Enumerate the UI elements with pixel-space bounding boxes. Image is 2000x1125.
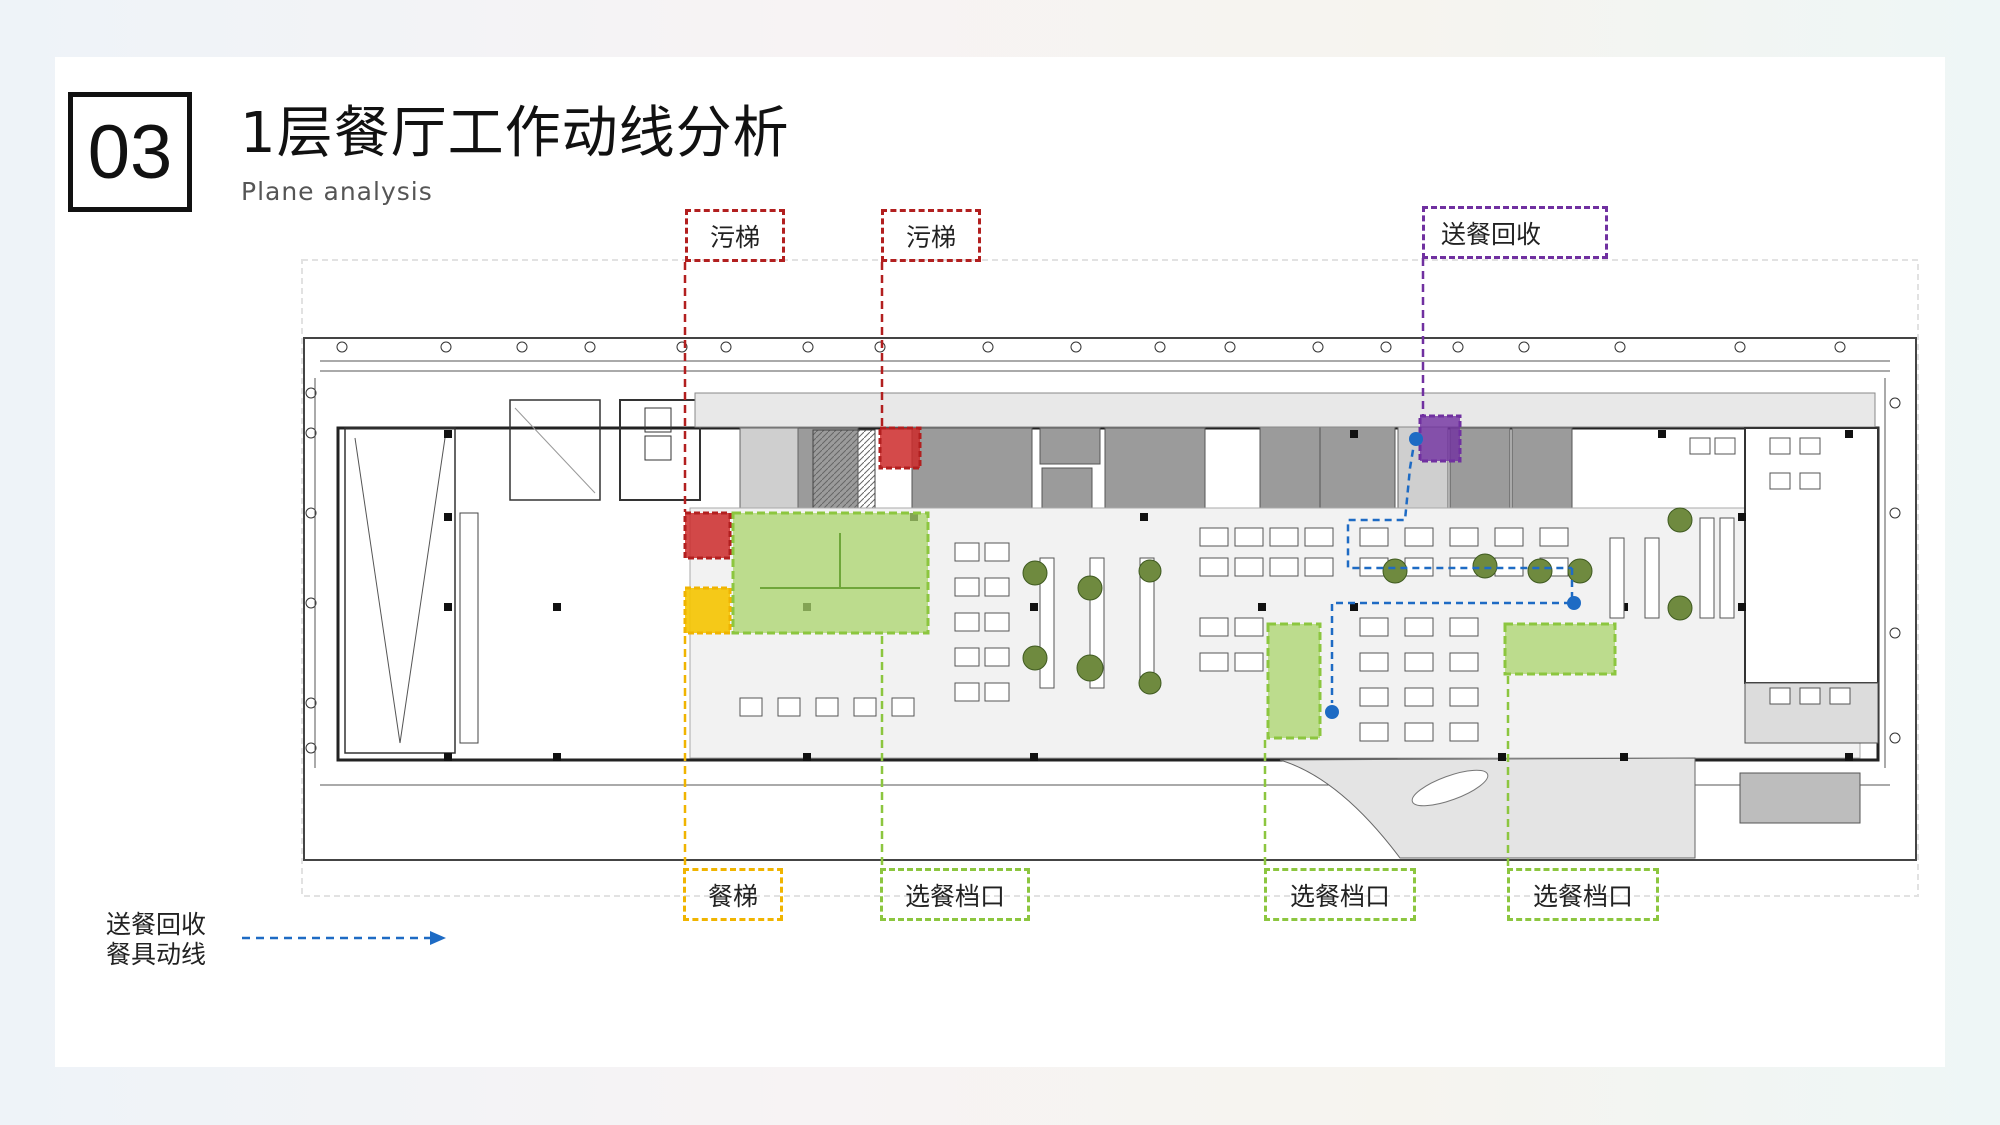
page-subtitle: Plane analysis (241, 177, 433, 206)
legend-line-2: 餐具动线 (106, 940, 207, 969)
food-elevator-zone (683, 586, 732, 635)
dirty-elevator-zone-2 (878, 426, 922, 470)
dirty-elevator-zone-1 (683, 511, 732, 560)
selection-counter-zones (731, 511, 1617, 740)
legend-label: 送餐回收 餐具动线 (106, 910, 206, 970)
legend-route-arrow (242, 931, 446, 945)
label-dirty-elevator-2: 污梯 (881, 209, 981, 262)
label-selection-counter-3: 选餐档口 (1507, 868, 1659, 921)
floor-plan (301, 259, 1919, 897)
dining-tables (739, 437, 1851, 742)
section-number: 03 (87, 109, 173, 195)
label-food-elevator: 餐梯 (683, 868, 783, 921)
section-number-box: 03 (68, 92, 192, 212)
label-selection-counter-1: 选餐档口 (880, 868, 1030, 921)
label-selection-counter-2: 选餐档口 (1264, 868, 1416, 921)
axis-bubbles (305, 341, 1901, 754)
label-delivery-recycle: 送餐回收 (1422, 206, 1608, 259)
page-title: 1层餐厅工作动线分析 (240, 101, 790, 166)
label-dirty-elevator-1: 污梯 (685, 209, 785, 262)
legend-line-1: 送餐回收 (106, 910, 207, 939)
delivery-recycle-route (1330, 437, 1574, 703)
